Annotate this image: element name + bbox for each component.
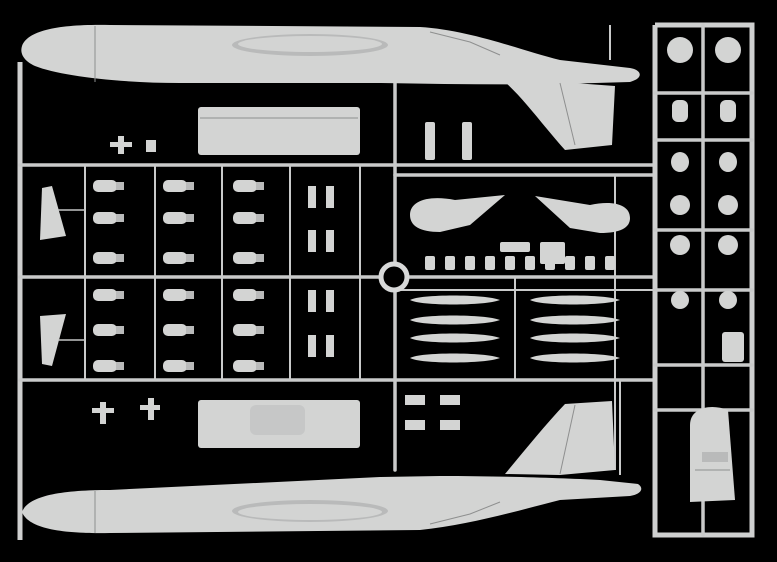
drop-tank-part (530, 295, 620, 305)
bomb-fin (186, 214, 194, 222)
bomb-fin (116, 182, 124, 190)
small-pylon-part (326, 335, 334, 357)
engine-nacelle-right (535, 196, 630, 233)
small-pylon-part (326, 290, 334, 312)
bomb-fin (116, 254, 124, 262)
stabilizer-part-lower-left (40, 314, 85, 366)
drop-tank-part (530, 353, 620, 363)
small-part (465, 256, 475, 270)
bomb-part (233, 212, 257, 224)
drop-tank-part (530, 315, 620, 325)
bomb-fin (256, 214, 264, 222)
bomb-fin (186, 326, 194, 334)
bomb-part (163, 324, 187, 336)
bomb-fin (186, 182, 194, 190)
small-part (425, 256, 435, 270)
small-pylon-part (308, 335, 316, 357)
pylon-parts (405, 395, 460, 430)
bomb-part (233, 324, 257, 336)
wheel-parts (667, 37, 744, 362)
fuselage-half-top (21, 24, 640, 150)
bomb-fin (186, 291, 194, 299)
small-part (445, 256, 455, 270)
bomb-fin (256, 254, 264, 262)
small-pylon-part (308, 186, 316, 208)
bomb-part (93, 324, 117, 336)
small-part (485, 256, 495, 270)
bomb-fin (116, 291, 124, 299)
bomb-part (163, 289, 187, 301)
bomb-bay-door-bottom (198, 400, 360, 448)
drop-tank-parts (410, 295, 620, 363)
fuselage-half-bottom (22, 401, 642, 534)
small-pylon-part (308, 230, 316, 252)
small-part (545, 256, 555, 270)
bomb-part (163, 252, 187, 264)
bomb-fin (116, 362, 124, 370)
small-part (525, 256, 535, 270)
bomb-part (233, 289, 257, 301)
bomb-part (233, 180, 257, 192)
drop-tank-part (410, 353, 500, 363)
bomb-parts-grid (93, 180, 334, 372)
bomb-part (93, 212, 117, 224)
small-part (565, 256, 575, 270)
cockpit-seat-part (690, 406, 735, 502)
drop-tank-part (410, 315, 500, 325)
bomb-part (163, 180, 187, 192)
bomb-part (93, 252, 117, 264)
bomb-fin (256, 291, 264, 299)
bomb-fin (256, 182, 264, 190)
bomb-part (93, 180, 117, 192)
sprue-frame (17, 22, 755, 540)
small-part (505, 256, 515, 270)
bomb-fin (186, 254, 194, 262)
drop-tank-part (530, 333, 620, 343)
small-parts-row (425, 256, 615, 270)
landing-gear-struts (425, 122, 565, 264)
small-pylon-part (308, 290, 316, 312)
bomb-fin (116, 326, 124, 334)
bomb-fin (256, 326, 264, 334)
bomb-part (93, 360, 117, 372)
small-part (605, 256, 615, 270)
drop-tank-part (410, 295, 500, 305)
engine-nacelle-left (410, 195, 505, 232)
bomb-part (163, 360, 187, 372)
bomb-fin (256, 362, 264, 370)
bomb-bay-door-top (198, 107, 360, 155)
stabilizer-part-upper-left (40, 186, 85, 240)
small-pylon-part (326, 186, 334, 208)
bomb-part (93, 289, 117, 301)
small-parts-left (92, 136, 160, 424)
bomb-part (233, 252, 257, 264)
small-part (585, 256, 595, 270)
small-pylon-part (326, 230, 334, 252)
drop-tank-part (410, 333, 500, 343)
bomb-fin (186, 362, 194, 370)
bomb-fin (116, 214, 124, 222)
bomb-part (163, 212, 187, 224)
bomb-part (233, 360, 257, 372)
